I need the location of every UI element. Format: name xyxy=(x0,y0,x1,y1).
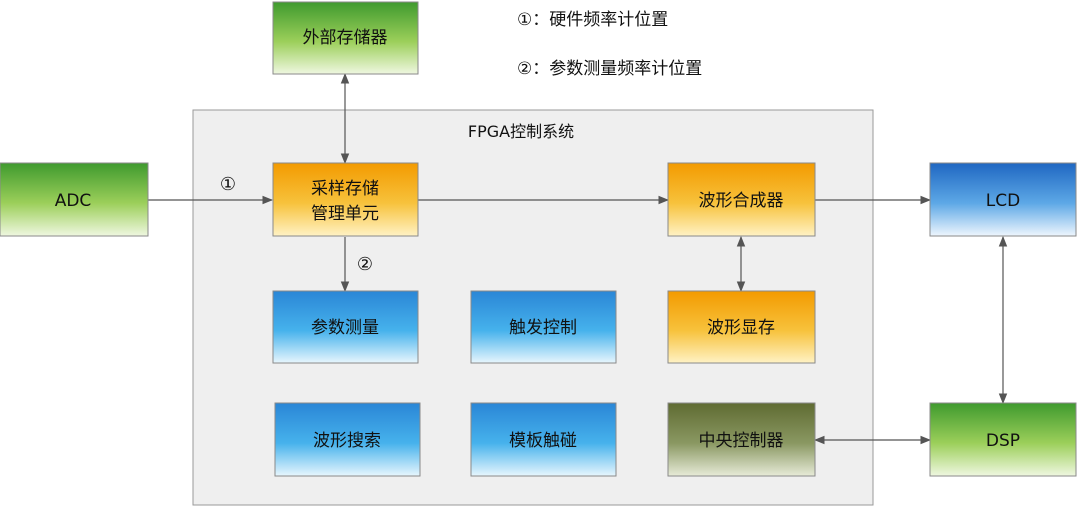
node-dsp-label: DSP xyxy=(986,431,1020,451)
node-waveform-memory: 波形显存 xyxy=(667,290,816,364)
node-sampling-storage-manager: 采样存储 管理单元 xyxy=(272,162,419,237)
node-sampling-storage-label-line2: 管理单元 xyxy=(311,204,379,224)
node-central-controller-label: 中央控制器 xyxy=(699,431,784,451)
node-external-storage: 外部存储器 xyxy=(272,1,419,75)
node-waveform-search: 波形搜索 xyxy=(274,402,421,477)
node-lcd-label: LCD xyxy=(986,191,1020,211)
legend-item-parameter-frequency-meter: ②：参数测量频率计位置 xyxy=(517,59,702,79)
fpga-control-system-title: FPGA控制系统 xyxy=(468,122,574,141)
marker-parameter-frequency-meter: ② xyxy=(357,254,373,275)
node-external-storage-label: 外部存储器 xyxy=(303,28,388,48)
node-trigger-control-label: 触发控制 xyxy=(509,318,577,338)
node-waveform-synthesizer-label: 波形合成器 xyxy=(699,191,784,211)
node-template-touch-label: 模板触碰 xyxy=(509,431,577,451)
node-parameter-measurement-label: 参数测量 xyxy=(311,318,379,338)
marker-hardware-frequency-meter: ① xyxy=(220,174,236,195)
node-waveform-synthesizer: 波形合成器 xyxy=(667,162,816,237)
node-waveform-search-label: 波形搜索 xyxy=(313,431,381,451)
node-waveform-memory-label: 波形显存 xyxy=(707,318,775,338)
node-parameter-measurement: 参数测量 xyxy=(272,290,419,364)
node-central-controller: 中央控制器 xyxy=(667,402,816,477)
node-lcd: LCD xyxy=(929,162,1077,237)
node-sampling-storage-label-line1: 采样存储 xyxy=(311,179,379,199)
node-dsp: DSP xyxy=(929,402,1077,477)
node-adc-label: ADC xyxy=(55,191,92,211)
node-template-touch: 模板触碰 xyxy=(470,402,617,477)
legend-item-hardware-frequency-meter: ①：硬件频率计位置 xyxy=(517,10,668,30)
node-adc: ADC xyxy=(0,162,149,237)
node-trigger-control: 触发控制 xyxy=(470,290,617,364)
